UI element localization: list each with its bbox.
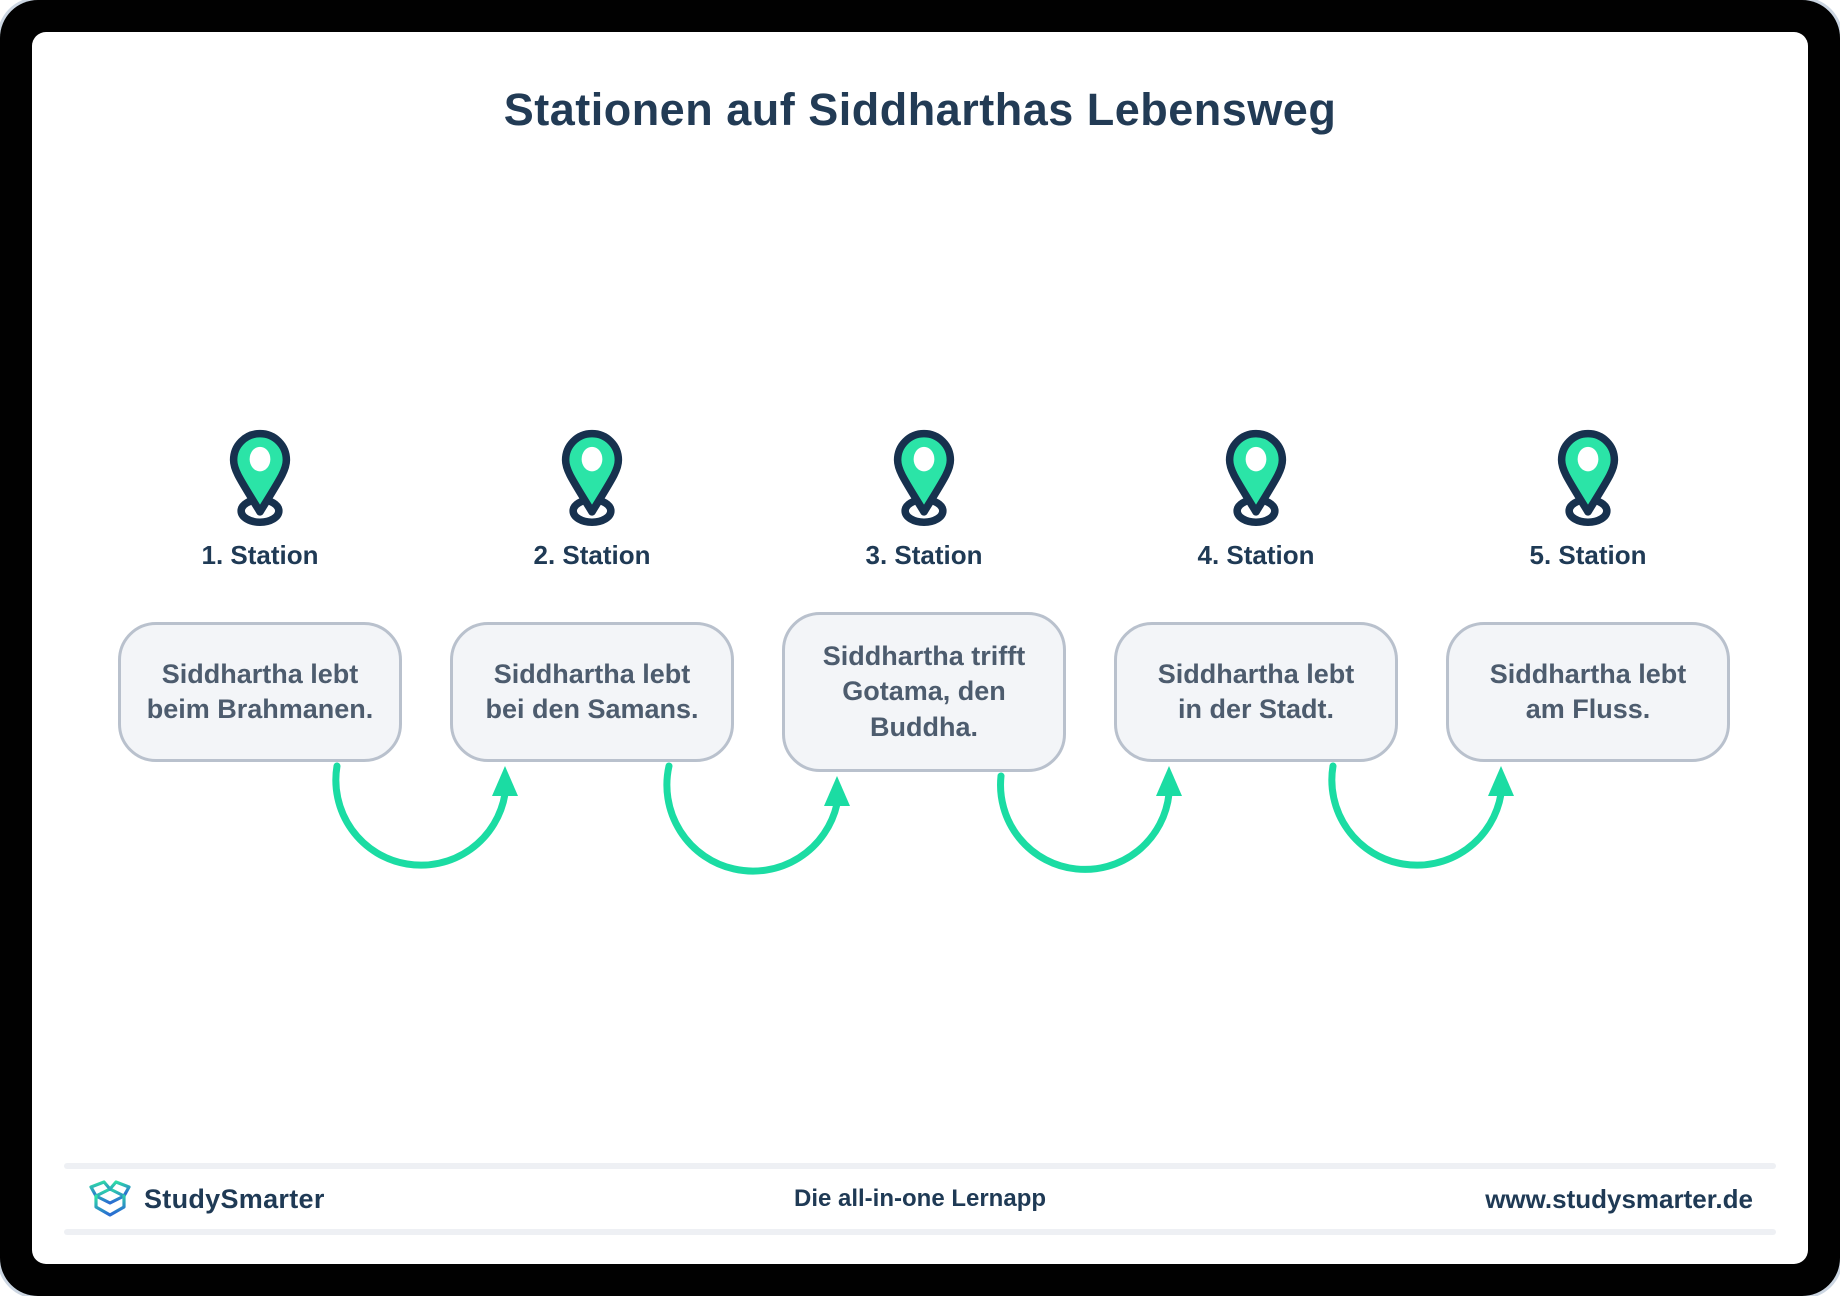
footer-divider-top bbox=[64, 1163, 1776, 1169]
map-pin-icon bbox=[1225, 429, 1287, 526]
footer-tagline: Die all-in-one Lernapp bbox=[793, 1185, 1047, 1212]
station-text: Siddhartha lebt bei den Samans. bbox=[485, 658, 699, 724]
station-box: Siddhartha lebt am Fluss. bbox=[1446, 622, 1730, 762]
page-title: Stationen auf Siddharthas Lebensweg bbox=[503, 84, 1337, 135]
station-box: Siddhartha lebt in der Stadt. bbox=[1114, 622, 1398, 762]
station-label: 2. Station bbox=[533, 540, 651, 570]
station-column-5: 5. Station Siddhartha lebt am Fluss. bbox=[1422, 428, 1754, 777]
station-column-3: 3. Station Siddhartha trifft Gotama, den… bbox=[758, 428, 1090, 777]
map-pin-icon bbox=[1557, 429, 1619, 526]
brand-name: StudySmarter bbox=[144, 1183, 325, 1214]
station-box: Siddhartha trifft Gotama, den Buddha. bbox=[782, 612, 1066, 772]
station-column-4: 4. Station Siddhartha lebt in der Stadt. bbox=[1090, 428, 1422, 777]
map-pin-icon bbox=[893, 429, 955, 526]
station-text: Siddhartha lebt in der Stadt. bbox=[1157, 658, 1355, 724]
station-column-2: 2. Station Siddhartha lebt bei den Saman… bbox=[426, 428, 758, 777]
map-pin-icon bbox=[229, 429, 291, 526]
station-column-1: 1. Station Siddhartha lebt beim Brahmane… bbox=[94, 428, 426, 777]
footer-website: www.studysmarter.de bbox=[1485, 1183, 1753, 1214]
station-text: Siddhartha lebt beim Brahmanen. bbox=[146, 658, 374, 724]
curved-arrow bbox=[332, 762, 1505, 875]
station-box: Siddhartha lebt beim Brahmanen. bbox=[118, 622, 402, 762]
station-box: Siddhartha lebt bei den Samans. bbox=[450, 622, 734, 762]
footer: StudySmarter Die all-in-one Lernapp www.… bbox=[32, 1170, 1808, 1228]
studysmarter-box-icon bbox=[89, 1180, 131, 1217]
brand-logo-group: StudySmarter bbox=[88, 1170, 325, 1228]
content-card: Stationen auf Siddharthas Lebensweg bbox=[32, 32, 1808, 1264]
station-text: Siddhartha lebt am Fluss. bbox=[1489, 658, 1687, 724]
footer-divider-bottom bbox=[64, 1229, 1776, 1235]
station-label: 4. Station bbox=[1197, 540, 1315, 570]
station-label: 3. Station bbox=[865, 540, 983, 570]
station-label: 1. Station bbox=[201, 540, 319, 570]
station-label: 5. Station bbox=[1529, 540, 1647, 570]
station-text: Siddhartha trifft Gotama, den Buddha. bbox=[822, 641, 1026, 742]
map-pin-icon bbox=[561, 429, 623, 526]
